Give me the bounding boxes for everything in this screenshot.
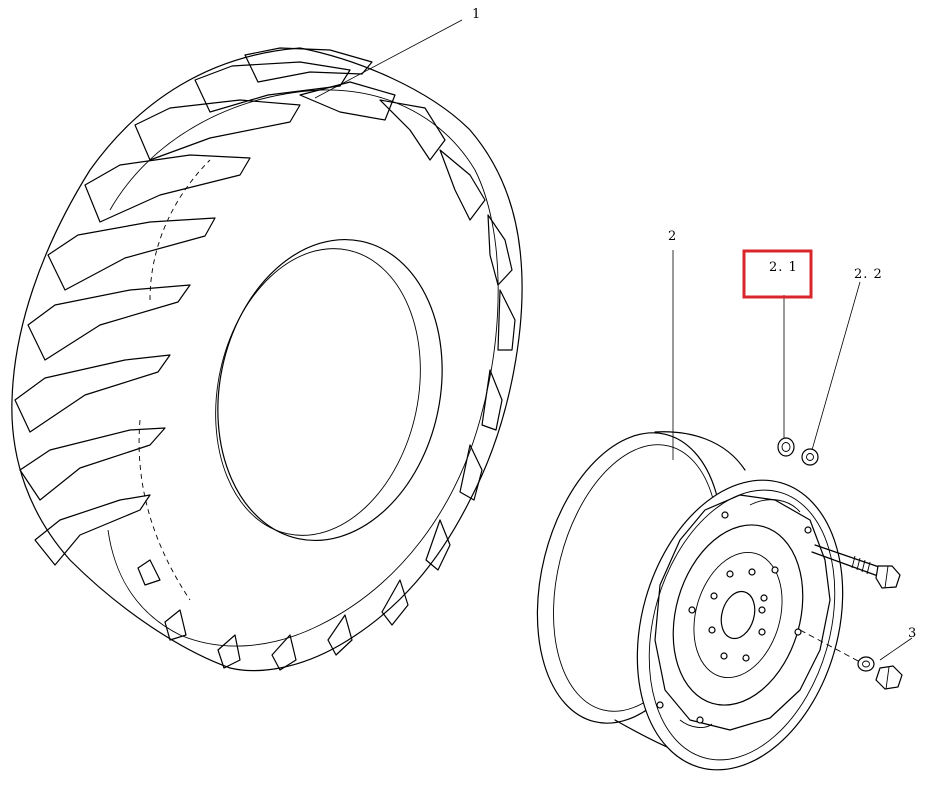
callout-2-1: 2. 1: [769, 260, 798, 275]
hub-hole: [720, 590, 756, 640]
tyre: [11, 47, 523, 672]
callout-1: 1: [472, 7, 481, 22]
tread-lugs: [14, 47, 373, 566]
callout-2: 2: [668, 229, 677, 244]
callout-3: 3: [908, 626, 917, 641]
wheel-bolt: [811, 544, 901, 589]
tyre-bead: [217, 238, 443, 542]
tread-blocks: [137, 81, 516, 671]
callout-2-2: 2. 2: [854, 267, 883, 282]
stud-holes: [708, 568, 768, 662]
leader-lines: [314, 19, 913, 661]
wheel-rim: [536, 431, 844, 771]
nut-3: [857, 656, 903, 690]
washer-2-2: [801, 448, 819, 466]
nut-2-1: [777, 437, 795, 457]
callout-highlight: [742, 249, 813, 299]
